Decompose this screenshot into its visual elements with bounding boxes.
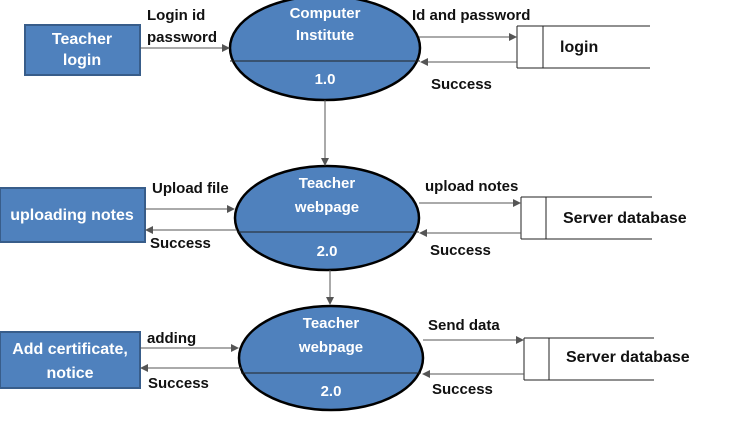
store-server-database-2-label: Server database [566, 349, 690, 366]
flow-send-data-label: Send data [428, 317, 500, 334]
entity-add-certificate: Add certificate, notice [0, 331, 141, 389]
flow-success-1-label: Success [431, 76, 492, 93]
store-server-database-1: Server database [520, 196, 687, 240]
store-server-database-2: Server database [523, 337, 690, 381]
entity-teacher-login-line1: Teacher [52, 31, 112, 48]
process-1-name-line1: Computer [290, 5, 361, 22]
flow-id-password-label: Id and password [412, 7, 530, 24]
process-2-number: 2.0 [317, 243, 338, 260]
process-3-name-line1: Teacher [303, 315, 360, 332]
entity-add-certificate-line2: notice [46, 365, 93, 382]
process-teacher-webpage-upload: Teacher webpage 2.0 [233, 164, 421, 272]
process-computer-institute: Computer Institute 1.0 [228, 0, 422, 102]
process-2-name-line1: Teacher [299, 175, 356, 192]
process-2-name-line2: webpage [294, 199, 359, 216]
entity-teacher-login-line2: login [63, 52, 101, 69]
entity-uploading-notes: uploading notes [0, 187, 146, 243]
store-login-label: login [560, 39, 598, 56]
process-3-number: 2.0 [321, 383, 342, 400]
flow-adding-label: adding [147, 330, 196, 347]
flow-password-label: password [147, 29, 217, 46]
entity-uploading-notes-label: uploading notes [10, 207, 134, 224]
process-teacher-webpage-adding: Teacher webpage 2.0 [237, 304, 425, 412]
entity-add-certificate-line1: Add certificate, [12, 341, 128, 358]
flow-success-2-label: Success [150, 235, 211, 252]
store-login: login [516, 25, 650, 69]
flow-upload-file-label: Upload file [152, 180, 229, 197]
flow-login-id-label: Login id [147, 7, 205, 24]
flow-success-5-label: Success [432, 381, 493, 398]
flow-success-4-label: Success [148, 375, 209, 392]
process-1-number: 1.0 [315, 71, 336, 88]
entity-teacher-login: Teacher login [24, 24, 141, 76]
process-3-name-line2: webpage [298, 339, 363, 356]
flow-upload-notes-label: upload notes [425, 178, 518, 195]
process-1-name-line2: Institute [296, 27, 354, 44]
store-server-database-1-label: Server database [563, 210, 687, 227]
flow-success-3-label: Success [430, 242, 491, 259]
